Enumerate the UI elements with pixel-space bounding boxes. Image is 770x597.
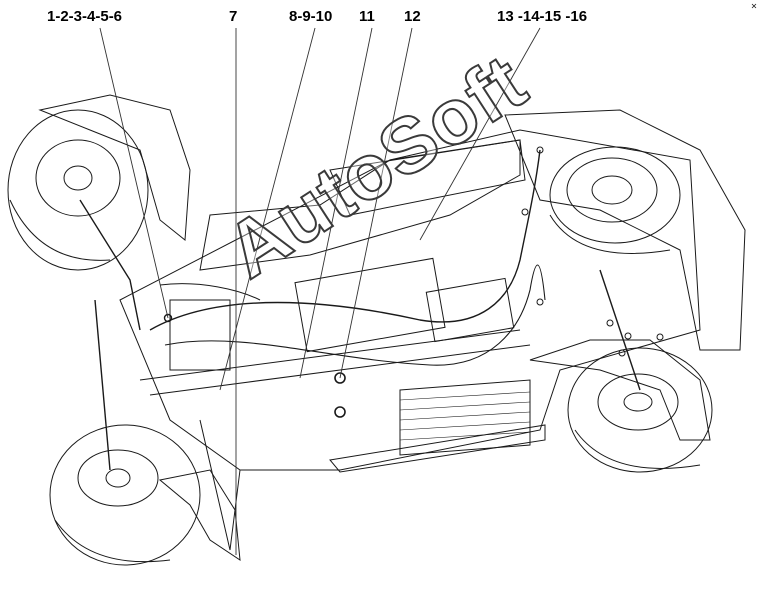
frame-rail: [139, 329, 521, 381]
control-unit: [169, 299, 231, 371]
cable: [159, 283, 261, 301]
rear-axle: [79, 199, 141, 331]
engine-block: [294, 257, 446, 353]
fender-front-left: [158, 469, 241, 562]
fender-rear-left: [38, 94, 191, 241]
wheel-rear-right: [549, 146, 681, 254]
frame-rail: [149, 344, 531, 396]
chassis-side-panel: [199, 419, 241, 551]
mount-bolt: [606, 319, 614, 327]
grille: [399, 379, 531, 456]
callout-12: 12: [404, 8, 421, 25]
connector: [334, 406, 346, 418]
connector: [536, 146, 544, 154]
grille-lines: [399, 391, 531, 441]
wheel-front-right: [567, 347, 713, 473]
fender-rear-right: [504, 109, 746, 351]
connector: [536, 298, 544, 306]
battery-box: [425, 277, 515, 343]
callout-7: 7: [229, 8, 238, 25]
mount-bolt: [624, 332, 632, 340]
rear-frame: [199, 139, 521, 271]
connector: [163, 313, 173, 323]
callout-13-16: 13 -14-15 -16: [497, 8, 588, 25]
mount-bolt: [656, 333, 664, 341]
front-axle-right: [599, 269, 641, 391]
front-axle-left: [94, 299, 111, 471]
wiring-harness: [149, 149, 541, 331]
callout-11: 11: [359, 8, 375, 25]
callout-8-10: 8-9-10: [289, 8, 333, 25]
wiring-harness: [164, 264, 546, 366]
dashboard-frame: [329, 139, 526, 216]
connector: [334, 372, 346, 384]
callout-1-6: 1-2-3-4-5-6: [47, 8, 123, 25]
wheel-rear-left: [7, 109, 149, 271]
leader-lines: [99, 27, 541, 555]
corner-mark: [751, 3, 757, 9]
wheel-front-left: [49, 424, 201, 566]
front-panel: [329, 424, 546, 473]
connector: [521, 208, 529, 216]
